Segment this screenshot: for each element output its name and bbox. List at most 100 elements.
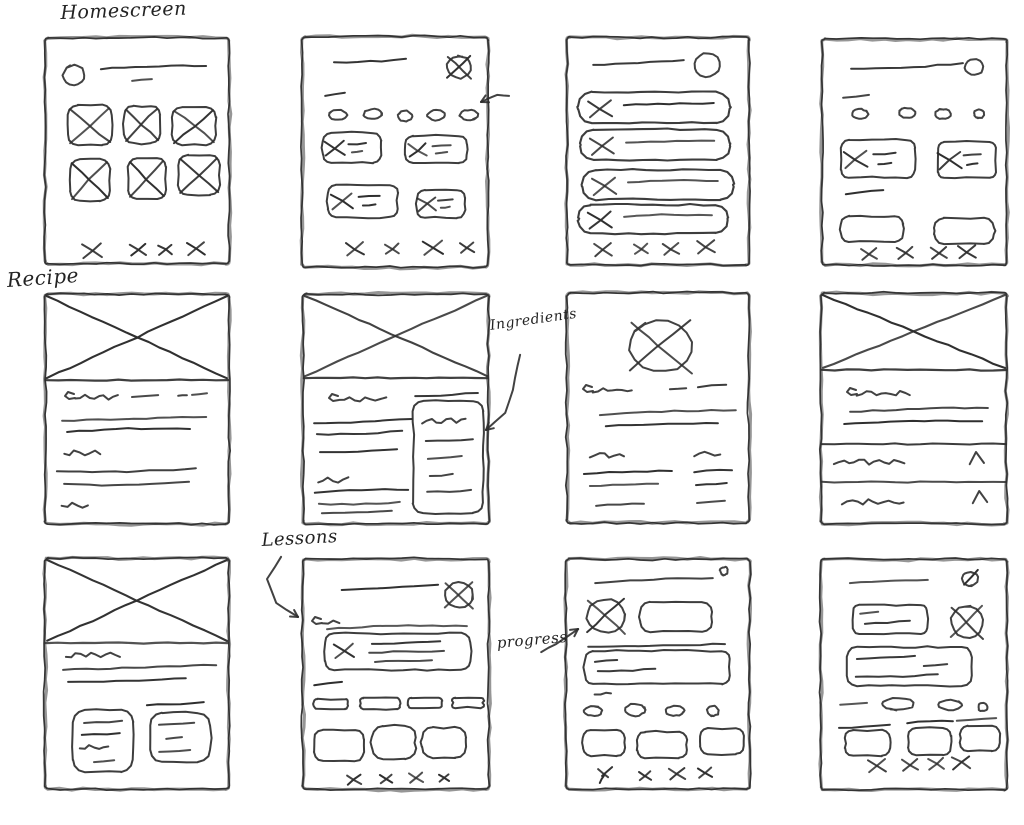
screen-home-cards — [299, 33, 491, 271]
screen-frame — [563, 556, 752, 792]
card — [843, 728, 892, 758]
screen-progress — [563, 556, 752, 792]
text-dash — [839, 701, 868, 706]
chevron-icon — [971, 490, 989, 505]
text-line — [374, 659, 433, 663]
text-line — [319, 448, 399, 454]
grid-tile — [170, 106, 218, 147]
text-line — [843, 419, 984, 425]
grid-tile — [66, 103, 114, 147]
tab-icon — [128, 242, 147, 257]
list-item — [576, 202, 730, 236]
tab-icon — [661, 242, 681, 256]
text-line — [317, 500, 401, 506]
segment-chip — [406, 696, 444, 710]
lesson-card — [323, 631, 473, 672]
tab-icon — [384, 242, 400, 255]
tab-icon — [345, 241, 365, 257]
filter-chip — [973, 108, 986, 120]
text-dash — [859, 610, 880, 615]
text-line — [582, 469, 673, 475]
card-top-line — [955, 717, 998, 722]
screen-recipe-sections — [818, 290, 1010, 527]
text-line — [62, 663, 218, 671]
segment-chip — [312, 697, 349, 711]
card — [907, 726, 953, 757]
tab-icon — [957, 244, 977, 260]
screen-frame — [564, 34, 752, 268]
card — [369, 723, 418, 761]
tab-icon — [408, 771, 425, 784]
text-dash — [191, 392, 208, 396]
text-line — [368, 649, 445, 654]
text-squiggle — [63, 449, 102, 457]
filter-chip — [582, 705, 604, 717]
tab-icon — [929, 246, 948, 260]
card — [851, 603, 930, 636]
tab-icon — [696, 766, 714, 779]
tab-icon — [901, 758, 919, 772]
tab-icon — [593, 242, 613, 258]
screen-frame — [299, 33, 491, 271]
text-dash — [93, 759, 116, 764]
screen-lesson-article — [42, 555, 232, 792]
text-line — [424, 438, 474, 442]
screen-home-list — [564, 34, 752, 268]
progress-ring — [585, 597, 627, 635]
text-squiggle — [693, 450, 722, 458]
list-item — [578, 127, 732, 162]
screen-recipe-round-image — [564, 290, 753, 525]
text-line — [315, 429, 404, 436]
text-line — [158, 721, 196, 726]
accordion-row-label — [840, 498, 905, 506]
callout-arrow-ingredients — [485, 353, 522, 431]
button — [838, 214, 905, 243]
image-placeholder — [302, 294, 489, 380]
text-line — [61, 416, 208, 422]
section-divider — [820, 480, 1008, 484]
filter-chip — [328, 108, 349, 121]
tab-icon — [81, 242, 103, 260]
text-squiggle — [78, 744, 110, 750]
screen-frame — [564, 290, 753, 525]
tab-icon — [438, 773, 451, 783]
text-line — [598, 409, 737, 417]
text-line — [313, 680, 343, 687]
card — [581, 728, 627, 758]
filter-chip — [664, 704, 686, 717]
text-dash — [177, 394, 188, 397]
screen-frame — [299, 291, 491, 527]
text-line — [66, 427, 191, 433]
profile-icon — [443, 581, 474, 610]
segment-chip — [358, 696, 402, 711]
tab-icon — [667, 767, 687, 781]
text-line — [863, 619, 911, 625]
text-line — [80, 732, 121, 736]
text-squiggle — [317, 476, 350, 484]
screen-frame — [818, 556, 1010, 792]
screen-frame — [818, 290, 1010, 527]
status-dot-slash — [963, 568, 979, 586]
button — [933, 216, 997, 246]
grid-tile — [122, 104, 162, 146]
image-placeholder — [628, 319, 693, 375]
status-dot — [718, 565, 729, 577]
heading-squiggle — [846, 387, 911, 397]
text-line — [313, 488, 410, 494]
grid-tile — [68, 157, 112, 203]
tab-icon — [459, 241, 476, 254]
text-line — [696, 499, 726, 504]
card-top-line — [906, 719, 954, 725]
text-dash — [696, 383, 728, 389]
text-line — [320, 509, 393, 515]
image-placeholder — [820, 293, 1008, 372]
accordion-row-label — [832, 458, 906, 466]
tab-icon — [597, 766, 614, 784]
title-line — [340, 583, 440, 591]
filter-chip — [898, 106, 917, 119]
heading-squiggle — [64, 391, 119, 401]
filter-chip — [396, 109, 414, 123]
list-item — [576, 90, 732, 125]
title-line — [850, 62, 964, 70]
tab-icon — [867, 758, 887, 774]
